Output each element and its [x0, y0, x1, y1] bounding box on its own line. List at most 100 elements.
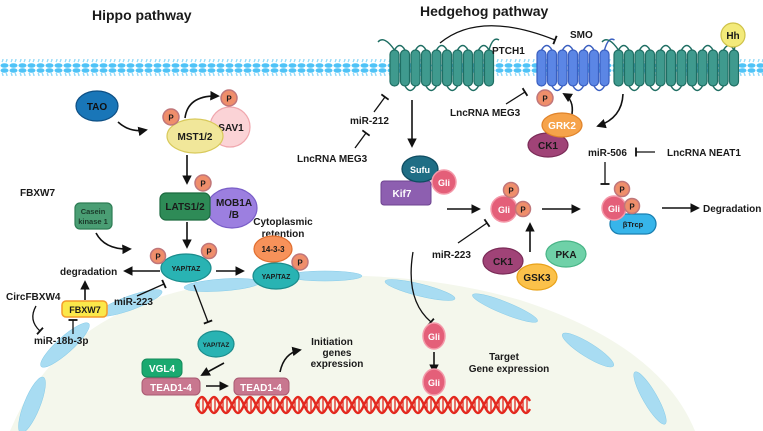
svg-text:GSK3: GSK3 [523, 273, 551, 284]
receptor-loop [670, 85, 683, 92]
svg-text:YAP/TAZ: YAP/TAZ [262, 274, 292, 281]
transmembrane-helix [431, 49, 442, 87]
receptor-loop [435, 44, 448, 51]
circfbxw4-label: CircFBXW4 [6, 292, 61, 303]
receptor-tail [488, 38, 500, 51]
svg-text:14-3-3: 14-3-3 [261, 245, 285, 254]
receptor-loop [393, 44, 406, 51]
receptor-loop [712, 85, 725, 92]
receptor-loop [404, 85, 417, 92]
receptor-loop [680, 44, 693, 51]
receptor-loop [467, 85, 480, 92]
fbxw7-node: FBXW7 [61, 300, 108, 318]
transmembrane-helix [676, 49, 687, 87]
transmembrane-helix [452, 49, 463, 87]
phospho-gli-right: P [514, 200, 532, 218]
lncrna-meg3-label-b: LncRNA MEG3 [450, 108, 521, 119]
yap-to-tead-arrow [200, 362, 225, 376]
mir223-inhibits-yap [136, 279, 167, 297]
receptor-loop [446, 85, 459, 92]
initiation-label-3: expression [311, 359, 364, 370]
svg-text:VGL4: VGL4 [149, 364, 176, 375]
gli-sufu-node: Gli [431, 169, 457, 195]
phospho-yap-right: P [200, 242, 218, 260]
svg-text:Kif7: Kif7 [393, 189, 412, 200]
transmembrane-helix [567, 49, 579, 87]
transmembrane-helix [588, 49, 600, 87]
tead1-4-node-2: TEAD1-4 [233, 377, 290, 396]
initiation-label-1: Initiation [311, 337, 353, 348]
svg-text:GRK2: GRK2 [548, 121, 576, 132]
transmembrane-helix [473, 49, 484, 87]
receptor-loop [701, 44, 714, 51]
mir212-label: miR-212 [350, 116, 389, 127]
transmembrane-helix [536, 49, 547, 87]
mir18b-label: miR-18b-3p [34, 336, 88, 347]
svg-text:Hh: Hh [726, 31, 739, 42]
grk2-node: GRK2 [541, 112, 583, 138]
phospho-deg-top: P [613, 180, 631, 198]
receptor-loop [551, 85, 564, 92]
mir223-hedgehog-label: miR-223 [432, 250, 471, 261]
svg-text:P: P [508, 187, 514, 196]
svg-text:P: P [206, 248, 212, 257]
svg-text:P: P [200, 180, 206, 189]
gli-nuclear-entry [410, 251, 435, 327]
dna-helix [194, 395, 532, 415]
transmembrane-helix [462, 49, 474, 87]
phospho-retained: P [291, 253, 309, 271]
receptor-loop [477, 44, 490, 51]
dna-strand [194, 395, 532, 415]
phospho-gli-top: P [502, 181, 520, 199]
receptor-loop [659, 44, 672, 51]
transmembrane-helix [546, 49, 558, 87]
transmembrane-helix [623, 49, 635, 87]
phospho-yap-left: P [149, 247, 167, 265]
receptor-loop [572, 85, 585, 92]
degradation-label: degradation [60, 267, 117, 278]
svg-text:βTrcp: βTrcp [623, 220, 644, 229]
svg-text:/B: /B [229, 210, 239, 221]
sufu-node: Sufu [401, 155, 439, 183]
transmembrane-helix [578, 49, 589, 87]
tead1-4-node-1: TEAD1-4 [141, 377, 201, 396]
receptor-loop [617, 44, 630, 51]
svg-text:LATS1/2: LATS1/2 [165, 202, 205, 213]
svg-text:Sufu: Sufu [410, 165, 430, 175]
casein-kinase-1-node: Casein kinase 1 [74, 202, 113, 230]
target-gene-label-1: Target [489, 352, 519, 363]
receptor-loop [582, 44, 595, 51]
svg-text:CK1: CK1 [538, 141, 558, 152]
receptor-loop [540, 44, 553, 51]
svg-text:TAO: TAO [87, 102, 108, 113]
mir212-inhibits-ptch1 [373, 93, 390, 113]
ptch2-to-grk2-arrow [596, 93, 624, 129]
pka-node: PKA [545, 240, 587, 268]
transmembrane-helix [665, 49, 677, 87]
transmembrane-helix [728, 49, 740, 87]
svg-text:FBXW7: FBXW7 [69, 305, 101, 315]
receptor-tail [601, 39, 620, 51]
yap-nuclear-inhibition [193, 284, 213, 325]
mob1ab-node: MOB1A /B [206, 187, 258, 229]
svg-text:Gli: Gli [498, 205, 510, 215]
dna-strand [194, 395, 532, 415]
transmembrane-helix [410, 49, 421, 87]
yap-taz-retained-node: YAP/TAZ [252, 262, 300, 290]
svg-text:kinase 1: kinase 1 [78, 217, 108, 226]
protein-14-3-3-node: 14-3-3 [253, 235, 293, 263]
gli-phospho-node: Gli [490, 195, 518, 223]
transmembrane-helix [644, 49, 656, 87]
transmembrane-helix [557, 49, 568, 87]
svg-text:TEAD1-4: TEAD1-4 [240, 383, 282, 394]
transmembrane-helix [420, 49, 432, 87]
svg-text:YAP/TAZ: YAP/TAZ [203, 342, 230, 349]
receptor-loop [649, 85, 662, 92]
svg-text:Gli: Gli [608, 204, 620, 214]
initiation-label-2: genes [323, 348, 352, 359]
ptch1-label: PTCH1 [492, 46, 525, 57]
receptor-loop [638, 44, 651, 51]
receptor-loop [628, 85, 641, 92]
receptor-tail [377, 39, 396, 51]
phospho-deg-right: P [623, 197, 641, 215]
